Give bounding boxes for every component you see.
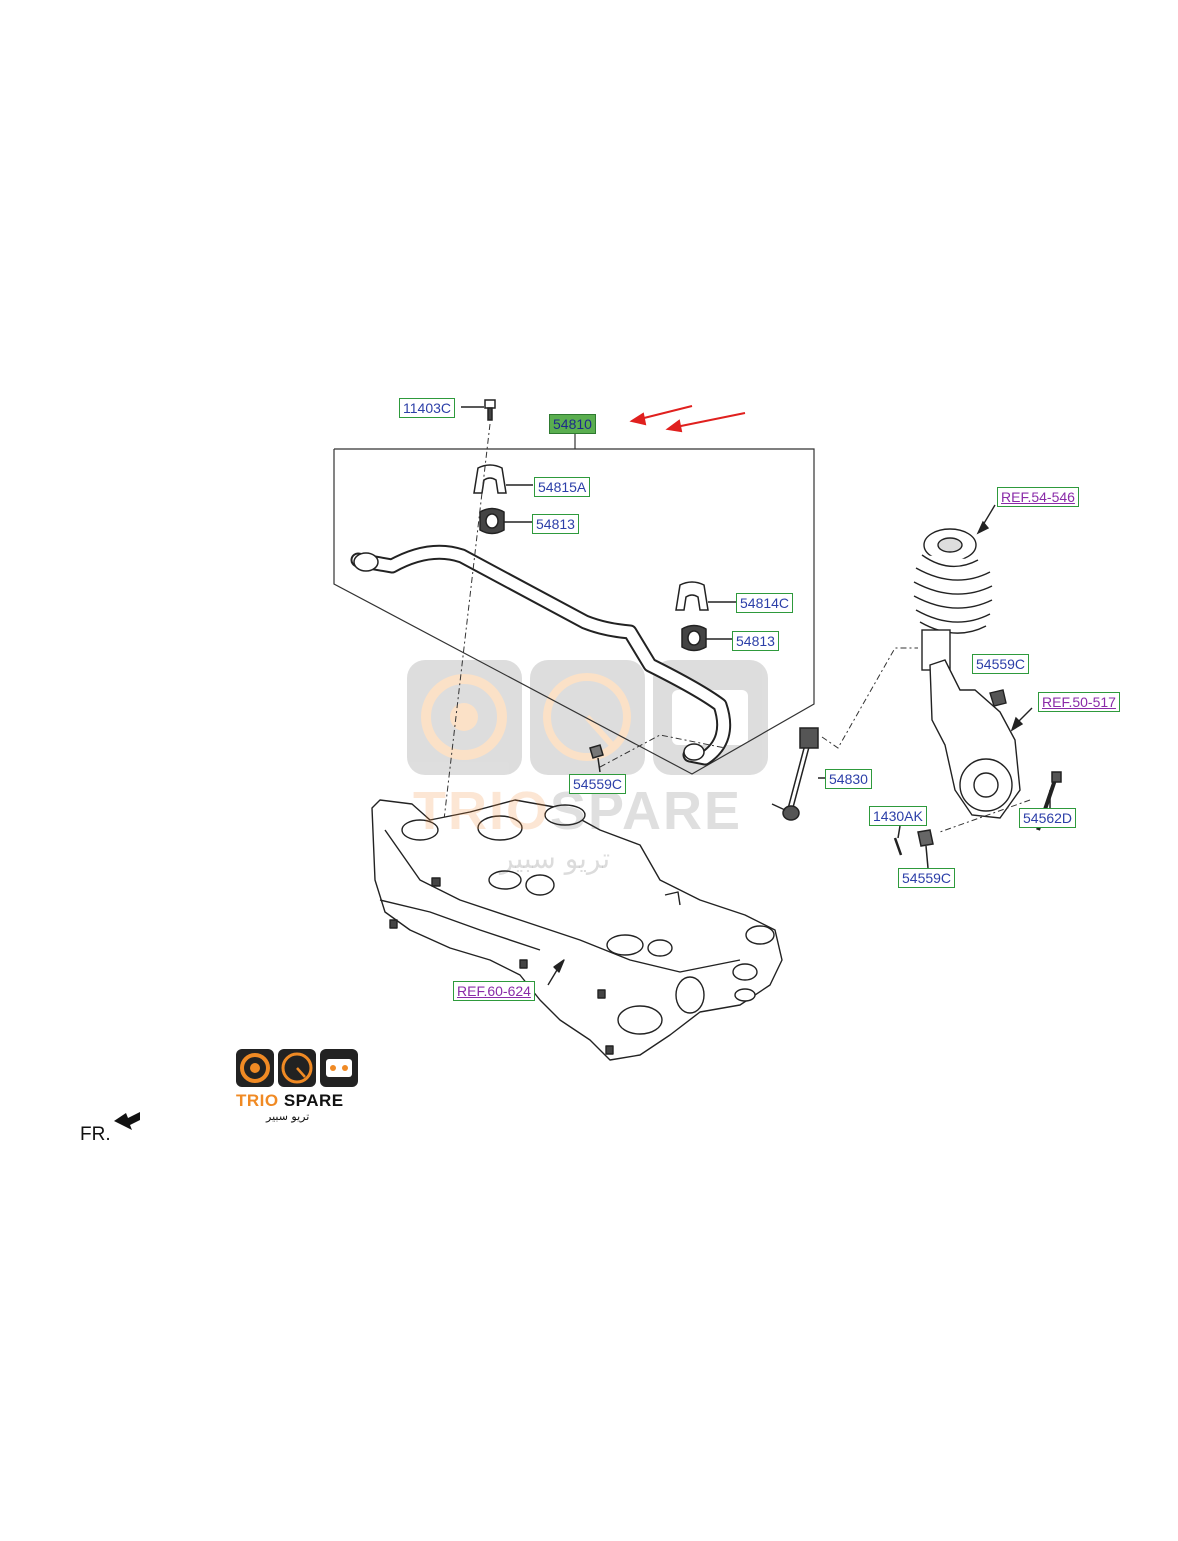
stabilizer-bar — [350, 544, 732, 766]
bushing-54813-lower — [681, 624, 732, 652]
logo-brand-a: TRIO — [236, 1091, 279, 1110]
label-54559c-strut[interactable]: 54559C — [972, 654, 1030, 674]
watermark-arabic: تريو سبير — [500, 842, 611, 875]
label-54814c[interactable]: 54814C — [736, 593, 794, 613]
pin-1430ak — [893, 825, 903, 856]
strut-spring-assembly — [913, 504, 996, 671]
bushing-bracket-54814c — [675, 581, 736, 611]
label-ref-54-546[interactable]: REF.54-546 — [997, 487, 1079, 507]
label-54830[interactable]: 54830 — [825, 769, 872, 789]
label-1430ak[interactable]: 1430AK — [869, 806, 927, 826]
bolt-11403c — [461, 399, 496, 421]
bushing-54813-upper — [479, 507, 533, 535]
label-54559c-knuckle[interactable]: 54559C — [898, 868, 956, 888]
label-54810[interactable]: 54810 — [549, 414, 596, 434]
nut-54559c-bar — [589, 734, 726, 773]
watermark-brand: TRIOSPARE — [413, 780, 742, 842]
label-ref-60-624[interactable]: REF.60-624 — [453, 981, 535, 1001]
front-direction-label: FR. — [80, 1124, 111, 1145]
label-54815a[interactable]: 54815A — [534, 477, 591, 497]
front-direction-arrow-icon — [114, 1112, 140, 1130]
trio-spare-logo-icon — [236, 1049, 358, 1087]
front-crossmember — [371, 799, 783, 1061]
watermark-brand-a: TRIO — [413, 781, 550, 841]
stabilizer-group-frame — [333, 433, 815, 775]
steering-knuckle — [929, 659, 1033, 819]
logo-arabic: تريو سبير — [266, 1110, 310, 1123]
nut-54559c-knuckle — [917, 829, 934, 869]
label-54813-lower[interactable]: 54813 — [732, 631, 779, 651]
label-54813-upper[interactable]: 54813 — [532, 514, 579, 534]
label-54559c-bar[interactable]: 54559C — [569, 774, 627, 794]
red-arrow-icon — [629, 405, 746, 433]
logo-brand-b: SPARE — [278, 1091, 344, 1110]
bushing-bracket-54815a — [473, 464, 533, 494]
label-11403c[interactable]: 11403C — [399, 398, 456, 418]
label-54562d[interactable]: 54562D — [1019, 808, 1077, 828]
stabilizer-link-54830 — [771, 647, 918, 821]
label-ref-50-517[interactable]: REF.50-517 — [1038, 692, 1120, 712]
alignment-dashed-line — [436, 423, 491, 881]
logo-brand: TRIO SPARE — [236, 1091, 344, 1111]
